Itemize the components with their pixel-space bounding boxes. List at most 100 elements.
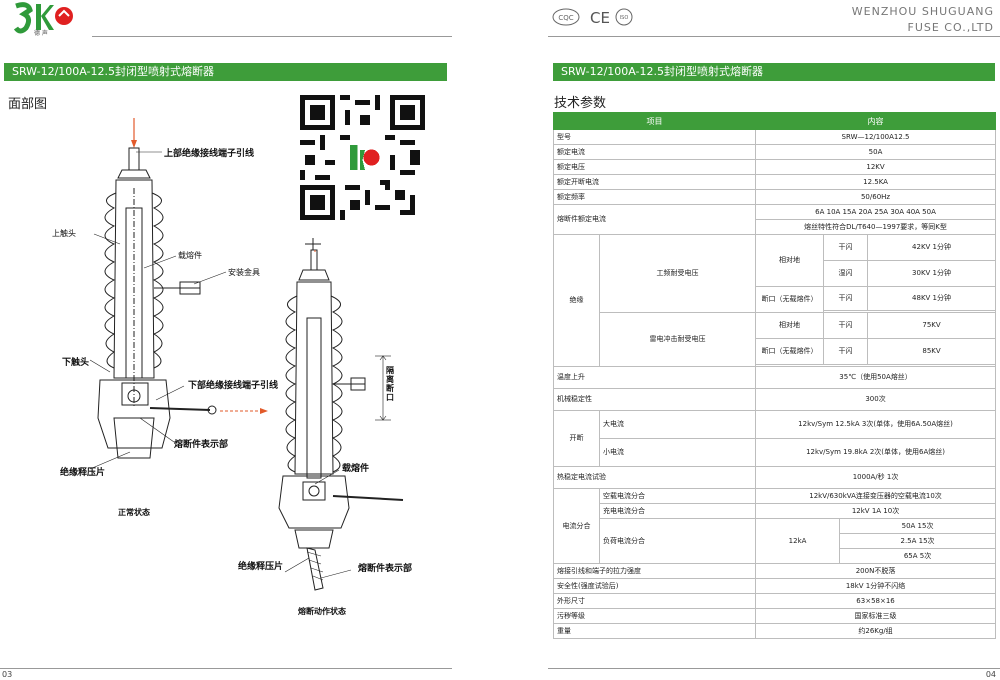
row-label: 充电电流分合 — [598, 503, 757, 519]
row-value: 50A 15次 — [839, 518, 997, 534]
table-row: 断口（无载熔件） 干闪 48KV 1分钟 — [554, 286, 997, 313]
table-row — [554, 310, 997, 313]
sub-label: 干闪 — [823, 286, 869, 311]
label-insulating-plate-2: 绝缘释压片 — [238, 562, 284, 572]
row-label: 小电流 — [598, 438, 757, 467]
label-lower-terminal: 下部绝缘接线端子引线 — [188, 381, 279, 391]
row-value: 65A 5次 — [839, 548, 997, 564]
row-value: 约26Kg/组 — [755, 623, 997, 639]
row-label: 额定电压 — [552, 159, 757, 175]
table-row: 重量约26Kg/组 — [552, 623, 997, 639]
table-row: 小电流 12kv/Sym 19.8kA 2次(单体，使用6A熔丝) — [554, 438, 997, 467]
svg-text:ISO: ISO — [620, 15, 629, 21]
group-label: 电流分合 — [553, 488, 600, 564]
row-label: 热稳定电流试验 — [552, 466, 757, 489]
table-row — [554, 364, 997, 367]
row-label: 熔接引线和端子的拉力强度 — [552, 563, 757, 579]
label-fuse-carrier: 载熔件 — [178, 251, 202, 260]
row-label: 额定电流 — [552, 144, 757, 160]
label-isolation-gap: 隔离断口 — [386, 366, 398, 402]
label-isolation-gap-text: 隔离断口 — [386, 366, 394, 402]
row-label: 负荷电流分合 — [598, 518, 757, 564]
label-fuse-carrier-2: 载熔件 — [342, 464, 370, 474]
left-logo — [13, 2, 74, 36]
row-label: 温度上升 — [552, 366, 757, 389]
left-banner-text: SRW-12/100A-12.5封闭型喷射式熔断器 — [12, 65, 215, 78]
row-label: 熔断件额定电流 — [552, 204, 757, 235]
table-row: 绝缘 工频耐受电压 相对地 干闪 42KV 1分钟 — [553, 234, 997, 367]
row-value: 12.5KA — [755, 174, 997, 190]
label-upper-contact: 上触头 — [52, 229, 76, 238]
left-page-number: 03 — [2, 670, 13, 679]
left-banner: SRW-12/100A-12.5封闭型喷射式熔断器 — [4, 63, 447, 81]
row-label: 空载电流分合 — [598, 488, 757, 504]
row-value: 85KV — [867, 338, 997, 365]
label-fuse-indicator-2: 熔断件表示部 — [358, 564, 413, 574]
row-value: 12KV — [755, 159, 997, 175]
label-lower-contact: 下触头 — [62, 358, 90, 368]
label-upper-terminal: 上部绝缘接线端子引线 — [164, 149, 255, 159]
row-value: 12kA — [755, 518, 841, 564]
row-value: 63×58×16 — [755, 593, 997, 609]
company-name-line1: WENZHOU SHUGUANG — [851, 5, 994, 18]
table-row: 湿闪 30KV 1分钟 — [554, 260, 997, 287]
row-value: 75KV — [867, 312, 997, 339]
row-value: 12kV 1A 10次 — [755, 503, 997, 519]
table-row: 充电电流分合 12kV 1A 10次 — [554, 503, 997, 519]
row-label: 工频耐受电压 — [598, 234, 757, 313]
label-insulating-plate: 绝缘释压片 — [60, 468, 106, 478]
row-label: 雷电冲击耐受电压 — [598, 312, 757, 367]
diagram-blown-state — [255, 238, 425, 598]
row-label: 大电流 — [598, 410, 757, 439]
row-value: 30KV 1分钟 — [867, 260, 997, 287]
right-page-number: 04 — [985, 670, 996, 679]
row-value: 50A — [755, 144, 997, 160]
row-value: 35℃（使用50A熔丝） — [755, 366, 997, 389]
left-logo-sub: 德 声 — [34, 30, 48, 37]
row-value: 18kV 1分钟不闪络 — [755, 578, 997, 594]
company-name-line2: FUSE CO.,LTD — [907, 21, 994, 34]
cert-marks: CQC CE ISO — [552, 6, 652, 28]
row-label: 额定开断电流 — [552, 174, 757, 190]
label-blown-state: 熔断动作状态 — [298, 607, 346, 616]
svg-text:CE: CE — [590, 9, 610, 27]
row-value: 6A 10A 15A 20A 25A 30A 40A 50A — [755, 204, 997, 220]
sub-label: 湿闪 — [823, 260, 869, 287]
svg-text:CQC: CQC — [558, 14, 573, 22]
left-bottom-rule — [0, 668, 452, 669]
sub-label: 干闪 — [823, 338, 869, 365]
table-header-row: 项目 内容 — [552, 112, 997, 130]
row-label: 机械稳定性 — [552, 388, 757, 411]
sub-label: 断口（无载熔件） — [755, 286, 825, 313]
row-value: 300次 — [755, 388, 997, 411]
row-value: 国家标准三级 — [755, 608, 997, 624]
left-section-title: 面部图 — [8, 97, 48, 112]
sub-label: 断口（无载熔件） — [755, 338, 825, 365]
label-mount-fitting: 安装金具 — [228, 268, 260, 277]
right-banner-text: SRW-12/100A-12.5封闭型喷射式熔断器 — [561, 65, 764, 78]
group-label: 开断 — [553, 410, 600, 467]
table-row: 雷电冲击耐受电压 相对地 干闪 75KV — [554, 312, 997, 367]
row-value: 200N不脱落 — [755, 563, 997, 579]
row-label: 额定频率 — [552, 189, 757, 205]
table-row: 污秽等级国家标准三级 — [552, 608, 997, 624]
table-row: 开断 大电流 12kv/Sym 12.5kA 3次(单体，使用6A.50A熔丝) — [553, 410, 997, 467]
row-value: 48KV 1分钟 — [867, 286, 997, 311]
diagram-normal-state — [70, 118, 280, 478]
right-bottom-rule — [548, 668, 1000, 669]
row-label: 污秽等级 — [552, 608, 757, 624]
label-fuse-indicator: 熔断件表示部 — [174, 440, 229, 450]
right-banner: SRW-12/100A-12.5封闭型喷射式熔断器 — [553, 63, 995, 81]
right-top-rule — [548, 36, 1000, 37]
table-row: 安全性(强度试验后)18kV 1分钟不闪络 — [552, 578, 997, 594]
sub-label: 干闪 — [823, 234, 869, 261]
